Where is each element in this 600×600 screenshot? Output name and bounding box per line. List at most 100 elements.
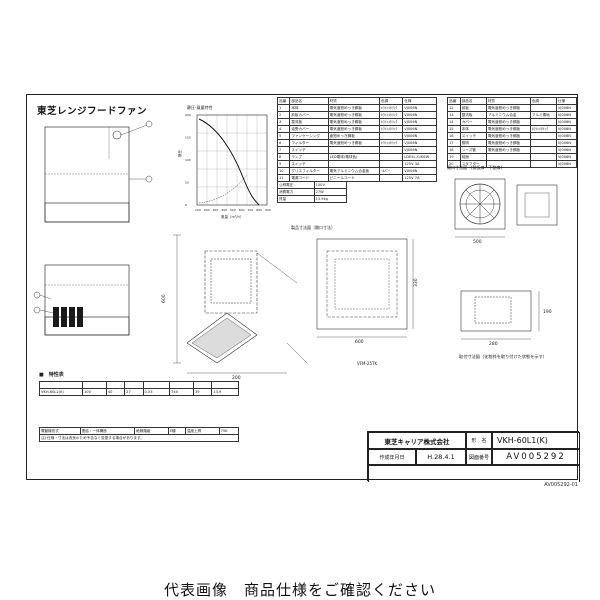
table-cell: 整流板 bbox=[459, 111, 487, 119]
table-cell: 100V bbox=[313, 181, 348, 189]
table-cell: 電気亜鉛めっき鋼板 bbox=[485, 125, 531, 133]
characteristics-table: VKH-60L2(K) 100 40 27 0.53 740 39 13.9 bbox=[39, 381, 239, 396]
x-tick-label: 600 bbox=[239, 208, 245, 212]
drawing-no-label: 図面番号 bbox=[466, 449, 492, 465]
table-cell: 電気アルミニウム合金板 bbox=[327, 167, 381, 175]
table-cell: VJ006N bbox=[555, 146, 578, 154]
table-cell: 12 bbox=[447, 104, 461, 112]
table-cell: アルミニウム合金 bbox=[485, 111, 531, 119]
table-cell: 電気亜鉛めっき鋼板 bbox=[485, 104, 531, 112]
y-tick-label: 100 bbox=[185, 158, 191, 162]
table-cell: 電気亜鉛めっき鋼板 bbox=[327, 104, 381, 112]
wall-mount-drawing: 製品寸法図（開口寸法） 600 330 VFM-25TK bbox=[291, 224, 419, 366]
dimension-190: 190 bbox=[543, 309, 552, 315]
table-cell: 6 bbox=[276, 139, 291, 147]
table-cell: ﾎﾜｲﾄﾒﾀﾘｯｸ bbox=[379, 118, 404, 126]
table-cell: 14 bbox=[447, 118, 461, 126]
table-cell: 電気亜鉛めっき鋼板 bbox=[327, 111, 381, 119]
table-cell: 16 bbox=[447, 132, 461, 140]
title-block: 東芝キャリア株式会社 形 名 VKH-60L1(K) 作成年月日 H.28.4.… bbox=[367, 431, 580, 482]
table-cell: ｼﾙﾊﾞｰ bbox=[379, 167, 404, 175]
table-cell: VJ006N bbox=[402, 111, 437, 119]
table-cell: 電気亜鉛めっき鋼板 bbox=[485, 146, 531, 154]
table-cell: ランプ bbox=[289, 153, 329, 161]
table-cell bbox=[379, 146, 404, 154]
dimension-500: 500 bbox=[473, 239, 482, 245]
table-cell: 亜鉛めっき鋼板 bbox=[327, 132, 381, 140]
table-cell: 電気亜鉛めっき鋼板 bbox=[485, 132, 531, 140]
table-header-cell: 材質 bbox=[327, 97, 381, 105]
table-header-cell: 材質 bbox=[485, 97, 531, 105]
table-cell: VJ006N bbox=[402, 146, 437, 154]
table-cell: VJ006N bbox=[402, 118, 437, 126]
side-view-drawing bbox=[44, 120, 153, 223]
table-cell: 前面 bbox=[459, 153, 487, 161]
chart-x-label: 風量（m³/h） bbox=[221, 214, 243, 219]
footer-caption: 代表画像 商品仕様をご確認ください bbox=[163, 581, 436, 599]
fan-front-view: 開口寸法図 (前板扉・不動扉) 500 bbox=[447, 164, 558, 245]
table-cell: 消費電力 bbox=[277, 188, 315, 196]
x-tick-label: 300 bbox=[213, 208, 219, 212]
table-cell: LDE5L-G/K6W bbox=[402, 153, 437, 161]
table-cell: 電気亜鉛めっき鋼板 bbox=[327, 139, 381, 147]
table-cell: 19 bbox=[447, 153, 461, 161]
drawing-title: 東芝レンジフードファン bbox=[37, 106, 148, 117]
pq-curve bbox=[198, 118, 260, 206]
drawing-sheet: 東芝レンジフードファン ■ 特性表 VKH-60L2(K bbox=[26, 94, 580, 482]
dimension-280: 280 bbox=[489, 341, 498, 347]
table-cell: アルミ素地 bbox=[529, 111, 557, 119]
y-tick-label: 200 bbox=[185, 113, 191, 117]
table-cell: 油受カバー bbox=[289, 125, 329, 133]
table-cell: フィルター bbox=[289, 139, 329, 147]
table-cell: VJ006N bbox=[555, 118, 578, 126]
table-cell: VJ006N bbox=[402, 104, 437, 112]
x-tick-label: 200 bbox=[204, 208, 210, 212]
vent-model-label: VFM-25TK bbox=[357, 361, 377, 366]
table-cell bbox=[379, 160, 404, 168]
table-cell bbox=[379, 153, 404, 161]
table-cell: VJ006N bbox=[402, 125, 437, 133]
table-cell: VJ006N bbox=[555, 153, 578, 161]
plan-view: 280 190 bbox=[460, 290, 552, 347]
wall-section-label: 取付寸法図（化粧枠を取り付けた状態を示す） bbox=[459, 354, 547, 359]
y-tick-label: 0 bbox=[185, 203, 187, 207]
table-cell: 17 bbox=[447, 139, 461, 147]
motor-notes-table: 電動機形式 連結・一体構造 絶縁階級 E種 温度上昇 75K 注) 仕様・寸法は… bbox=[39, 427, 240, 442]
table-cell: 9 bbox=[276, 160, 291, 168]
table-cell: 本体 bbox=[289, 104, 329, 112]
table-cell: 15 bbox=[447, 125, 461, 133]
table-cell bbox=[529, 139, 557, 147]
characteristics-label: ■ 特性表 bbox=[39, 372, 64, 378]
x-tick-label: 100 bbox=[195, 208, 201, 212]
table-header-cell: 仕様 bbox=[402, 97, 437, 105]
table-cell: 電気亜鉛めっき鋼板 bbox=[485, 139, 531, 147]
table-cell: 整流板 bbox=[289, 118, 329, 126]
table-header-cell: 部品名 bbox=[459, 97, 487, 105]
table-cell bbox=[485, 153, 531, 161]
date-value: H.28.4.1 bbox=[416, 449, 466, 465]
table-header-cell: 品番 bbox=[276, 97, 291, 105]
table-cell: VJ006N bbox=[555, 125, 578, 133]
dimension-600-vertical: 600 bbox=[161, 294, 167, 303]
table-cell: ﾎﾜｲﾄﾒﾀﾘｯｸ bbox=[379, 104, 404, 112]
x-tick-label: 800 bbox=[256, 208, 262, 212]
table-header-cell: 部品名 bbox=[289, 97, 329, 105]
x-tick-label: 500 bbox=[230, 208, 236, 212]
table-cell: 電気亜鉛めっき鋼板 bbox=[485, 118, 531, 126]
table-cell: 4 bbox=[276, 125, 291, 133]
